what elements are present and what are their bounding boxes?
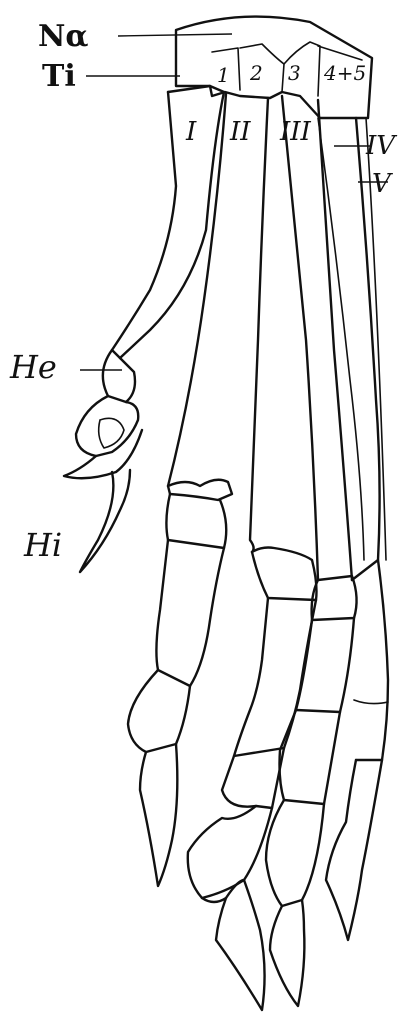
label-hallux-internal: Hi bbox=[23, 526, 62, 564]
metatarsal-i bbox=[112, 86, 224, 358]
tarsal-4-5-label: 4+5 bbox=[323, 61, 366, 85]
metatarsal-ii-label: II bbox=[229, 117, 251, 147]
digit-iv bbox=[266, 576, 357, 1006]
tarsal-3-label: 3 bbox=[288, 61, 301, 85]
label-navicular: Nα bbox=[38, 19, 89, 54]
tarsal-1-label: 1 bbox=[217, 63, 230, 87]
label-tibiale: Ti bbox=[42, 59, 76, 94]
label-hallux-external: He bbox=[9, 348, 57, 386]
tarsal-2-label: 2 bbox=[249, 61, 263, 85]
hallux-digit bbox=[64, 350, 142, 572]
metatarsals-long bbox=[168, 94, 386, 580]
metatarsal-iv-label: IV bbox=[365, 131, 397, 161]
digit-v bbox=[326, 560, 388, 940]
metatarsal-i-label: I bbox=[185, 117, 197, 147]
metatarsal-iii-label: III bbox=[279, 117, 312, 147]
metatarsal-v-label: V bbox=[372, 169, 393, 199]
digit-ii bbox=[128, 480, 232, 886]
digit-iii bbox=[188, 548, 317, 1011]
